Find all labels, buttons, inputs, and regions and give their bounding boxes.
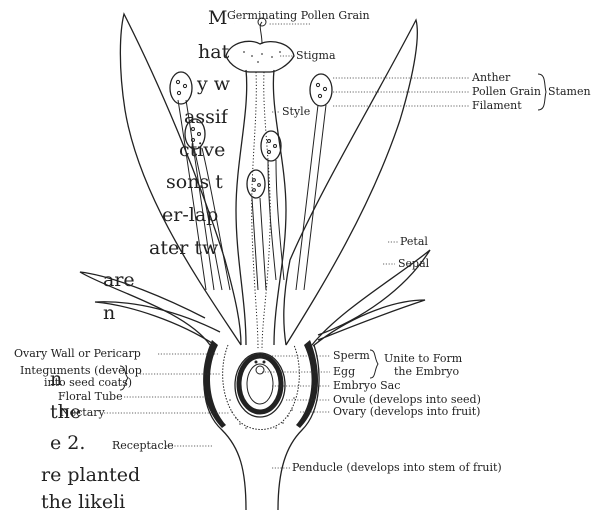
label-embryo-sac: Embryo Sac — [333, 379, 400, 392]
body-line: are — [103, 269, 135, 291]
label-floral-tube: Floral Tube — [58, 390, 123, 403]
left-sepal — [80, 272, 210, 345]
label-stigma: Stigma — [296, 49, 336, 62]
body-line: re planted — [41, 464, 140, 486]
anther — [170, 72, 192, 104]
label-ovary-wall: Ovary Wall or Pericarp — [14, 347, 141, 360]
label-sepal: Sepal — [398, 257, 430, 270]
label-pollen-grain: Pollen Grain — [472, 85, 541, 98]
label-petal: Petal — [400, 235, 428, 248]
label-filament: Filament — [472, 99, 522, 112]
label-integuments-2: into seed coats) — [44, 376, 132, 389]
label-egg: Egg — [333, 365, 355, 378]
label-stamen: Stamen — [548, 85, 591, 98]
body-line: e 2. — [50, 432, 85, 454]
label-anther: Anther — [471, 71, 511, 84]
label-unite-to-form: Unite to Form — [384, 352, 463, 365]
label-peduncle: Penducle (develops into stem of fruit) — [292, 461, 502, 474]
label-receptacle: Receptacle — [112, 439, 174, 452]
label-the-embryo: the Embryo — [394, 365, 459, 378]
sperm-nuclei — [255, 361, 258, 364]
body-line: n — [103, 302, 115, 324]
body-line: the likeli — [41, 491, 125, 510]
label-nectary: Nectary — [60, 406, 106, 419]
label-style: Style — [282, 105, 310, 118]
egg-cell — [256, 366, 264, 374]
label-ovary: Ovary (develops into fruit) — [333, 405, 480, 418]
label-sperm: Sperm — [333, 349, 370, 362]
label-germinating-pollen-grain: Germinating Pollen Grain — [227, 9, 370, 22]
